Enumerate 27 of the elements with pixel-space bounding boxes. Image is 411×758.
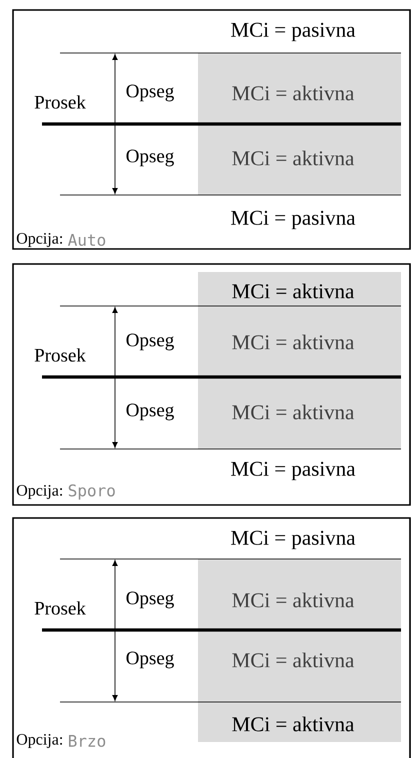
opseg-label: Opseg [126,150,174,166]
prosek-label: Prosek [34,601,86,615]
prosek-label: Prosek [34,95,86,109]
state-label: MCi = aktivna [232,404,354,420]
state-label: MCi = pasivna [231,210,356,230]
opseg-label: Opseg [126,334,174,350]
option-value: Sporo [68,484,115,500]
state-label: MCi = aktivna [232,716,354,732]
opseg-label: Opseg [126,404,174,420]
option-value: Brzo [69,735,106,747]
state-label: MCi = pasivna [231,530,356,550]
state-label: MCi = aktivna [232,334,354,350]
option-label: Opcija: [16,734,62,748]
state-label: MCi = aktivna [232,86,354,100]
opseg-label: Opseg [126,84,174,102]
option-label: Opcija: [16,485,62,499]
state-label: MCi = aktivna [232,284,354,298]
opseg-label: Opseg [126,652,174,668]
state-label: MCi = pasivna [231,22,356,42]
opseg-label: Opseg [126,592,174,608]
option-label: Opcija: [16,233,62,247]
state-label: MCi = aktivna [232,652,354,668]
state-label: MCi = aktivna [232,592,354,608]
option-value: Auto [68,234,106,246]
state-label: MCi = pasivna [231,462,356,480]
prosek-label: Prosek [34,348,86,362]
state-label: MCi = aktivna [232,150,354,166]
